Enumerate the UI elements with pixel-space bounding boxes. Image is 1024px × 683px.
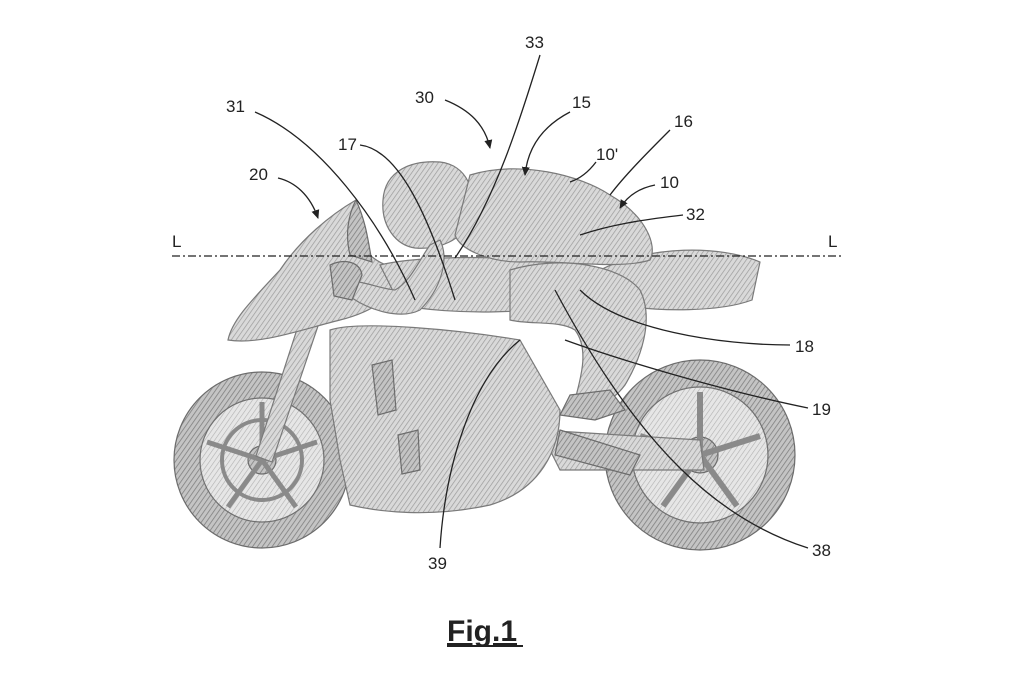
leader-15 bbox=[521, 111, 571, 176]
leader-30 bbox=[444, 99, 493, 149]
leader-16 bbox=[609, 129, 671, 196]
leader-10 bbox=[619, 184, 656, 209]
leader-33 bbox=[454, 54, 541, 259]
ref-numeral-31: 31 bbox=[226, 97, 245, 116]
leader-38 bbox=[554, 289, 809, 549]
front-fairing bbox=[227, 198, 401, 342]
rider-boot bbox=[559, 389, 626, 421]
ref-numeral-15: 15 bbox=[572, 93, 591, 112]
motorcycle-illustration bbox=[173, 161, 796, 551]
ref-numeral-17: 17 bbox=[338, 135, 357, 154]
leader-31 bbox=[254, 111, 416, 301]
ref-numeral-19: 19 bbox=[812, 400, 831, 419]
ref-numeral-10-prime: 10' bbox=[596, 145, 618, 164]
ref-numeral-30: 30 bbox=[415, 88, 434, 107]
exhaust bbox=[554, 429, 641, 476]
leader-17 bbox=[359, 144, 456, 301]
lower-fairing bbox=[329, 325, 561, 514]
ref-numeral-38: 38 bbox=[812, 541, 831, 560]
handlebar bbox=[329, 261, 363, 301]
leader-18 bbox=[579, 289, 791, 346]
leader-20 bbox=[277, 177, 320, 219]
figure-caption: Fig.1 bbox=[447, 615, 517, 648]
ref-numeral-39: 39 bbox=[428, 554, 447, 573]
fairing-vent-2 bbox=[397, 429, 421, 475]
ref-numeral-10: 10 bbox=[660, 173, 679, 192]
ref-numeral-16: 16 bbox=[674, 112, 693, 131]
ref-numeral-32: 32 bbox=[686, 205, 705, 224]
axis-label-right: L bbox=[828, 232, 837, 251]
rider-torso bbox=[454, 168, 653, 266]
ref-numeral-18: 18 bbox=[795, 337, 814, 356]
windscreen bbox=[346, 198, 373, 263]
axis-label-left: L bbox=[172, 232, 181, 251]
rider-leg bbox=[509, 262, 647, 406]
leader-32 bbox=[579, 214, 684, 236]
ref-numeral-20: 20 bbox=[249, 165, 268, 184]
leader-10p bbox=[569, 161, 597, 183]
reference-numerals: 33 30 15 31 16 17 10' 20 10 32 18 19 39 … bbox=[226, 33, 831, 573]
leader-lines bbox=[254, 54, 809, 549]
ref-numeral-33: 33 bbox=[525, 33, 544, 52]
leader-39 bbox=[439, 339, 521, 549]
fairing-vent-1 bbox=[371, 359, 397, 416]
